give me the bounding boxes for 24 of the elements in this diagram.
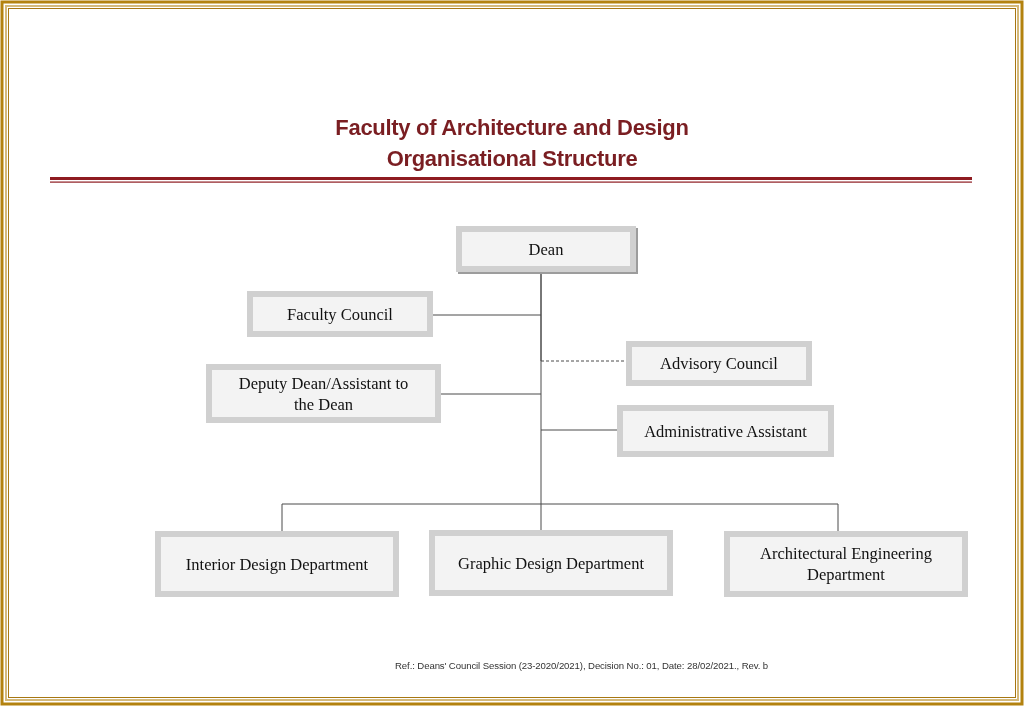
connector-line [540, 503, 839, 532]
box-label: Administrative Assistant [644, 420, 807, 442]
org-box [724, 531, 968, 597]
connector-line [540, 271, 627, 362]
org-box [617, 405, 834, 457]
connector-line [281, 503, 542, 532]
diagram-title: Faculty of Architecture and Design Organisational Structure [334, 114, 690, 173]
box-label: Graphic Design Department [458, 552, 644, 574]
box-label: Dean [528, 238, 564, 260]
org-box [155, 531, 399, 597]
connector-line [432, 314, 542, 316]
connector-line [440, 393, 542, 395]
box-label: Advisory Council [660, 353, 778, 374]
box-label: Architectural Engineering Department [759, 543, 933, 585]
org-box [626, 341, 812, 386]
org-box [247, 291, 433, 337]
box-label: Faculty Council [287, 303, 393, 325]
org-box [456, 226, 636, 272]
box-label: Deputy Dean/Assistant to the Dean [237, 372, 410, 415]
org-box [429, 530, 673, 596]
reference-note: Ref.: Deans' Council Session (23-2020/2021), Decision No.: 01, Date: 28/02/2021., Rev. b [395, 660, 769, 671]
connector-line [540, 429, 618, 431]
box-label: Interior Design Department [185, 553, 369, 575]
org-box [206, 364, 441, 423]
